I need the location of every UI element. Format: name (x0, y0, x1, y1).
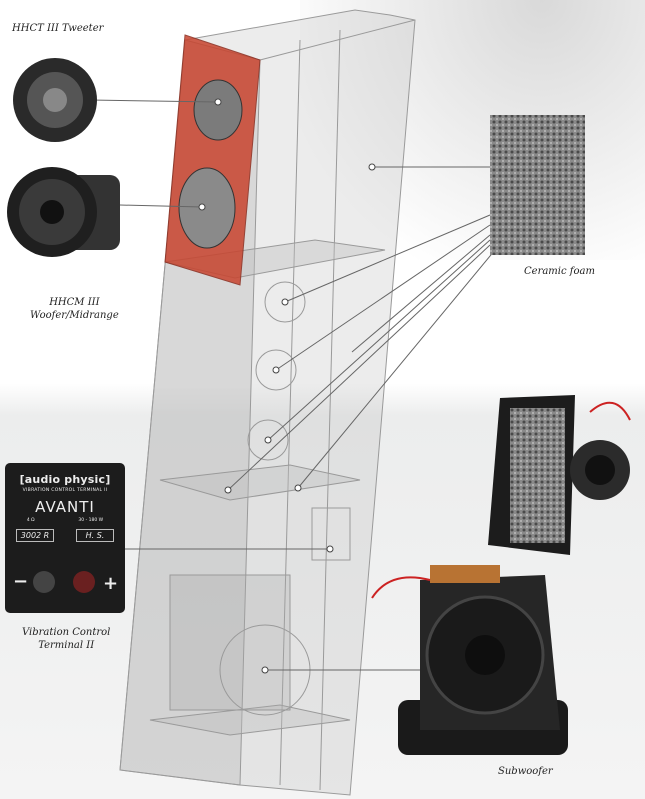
plate-inspection: H. S. (76, 529, 114, 542)
negative-terminal (33, 571, 55, 593)
tweeter-label: HHCT III Tweeter (12, 23, 104, 34)
tweeter-image (13, 58, 97, 142)
plate-power: 30 - 180 W (78, 518, 104, 523)
marker-dot (261, 666, 269, 674)
marker-dot (326, 545, 334, 553)
marker-dot (264, 436, 272, 444)
driver-panel (164, 34, 261, 286)
plate-impedance: 4 Ω (26, 518, 35, 523)
woofer-image (7, 167, 120, 257)
cabinet (119, 9, 416, 796)
marker-dot (294, 484, 302, 492)
plus-sign: + (103, 573, 119, 594)
subwoofer-label: Subwoofer (498, 766, 553, 777)
positive-terminal (73, 571, 95, 593)
plate-subtitle: VIBRATION CONTROL TERMINAL II (22, 488, 108, 493)
subwoofer-image (371, 565, 568, 755)
marker-dot (272, 366, 280, 374)
terminal-label: Vibration Control Terminal II (22, 626, 110, 652)
callout-lines (89, 99, 496, 671)
plate-model: AVANTI (35, 498, 95, 516)
woofer-label-line1: HHCM III (49, 297, 100, 308)
background-shade (300, 0, 645, 260)
marker-dot (214, 98, 222, 106)
marker-dot (368, 163, 376, 171)
woofer-label-line2: Woofer/Midrange (30, 310, 119, 321)
marker-dot (281, 298, 289, 306)
plate-serial: 3002 R (16, 529, 54, 542)
terminal-plate: [audio physic] VIBRATION CONTROL TERMINA… (5, 463, 125, 613)
ceramic-foam-image (490, 115, 585, 255)
terminal-label-line2: Terminal II (38, 640, 95, 651)
marker-dot (198, 203, 206, 211)
foam-label: Ceramic foam (524, 266, 595, 277)
subwoofer-module-image (488, 395, 631, 555)
woofer-label: HHCM III Woofer/Midrange (30, 296, 119, 322)
terminal-label-line1: Vibration Control (22, 627, 111, 638)
plate-brand: [audio physic] (19, 473, 111, 486)
marker-dot (224, 486, 232, 494)
minus-sign: − (13, 571, 29, 592)
